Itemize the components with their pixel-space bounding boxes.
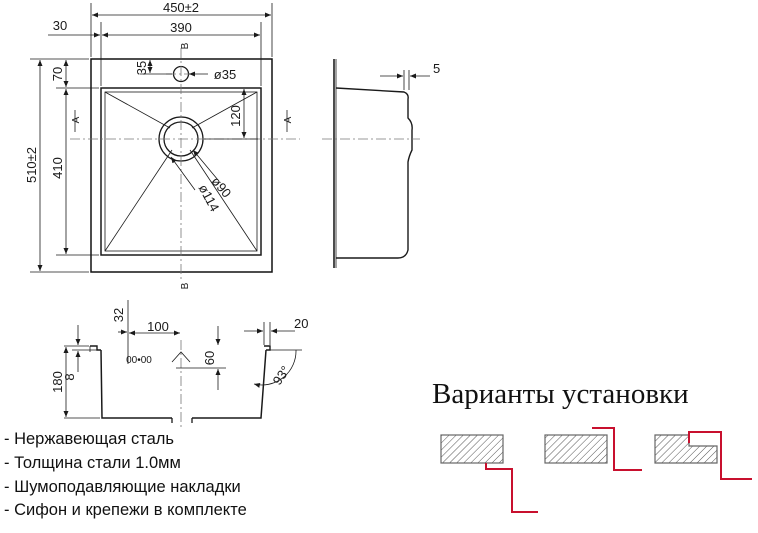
side-view: 5 [322, 59, 440, 268]
install-option-3 [654, 431, 752, 480]
install-options [440, 427, 752, 513]
dim-flange: 5 [433, 61, 440, 76]
dim-20: 20 [294, 316, 308, 331]
dim-60: 60 [202, 351, 217, 365]
section-marker-b-bottom: B [180, 282, 191, 289]
install-option-2 [544, 427, 642, 471]
dim-inner-height: 410 [50, 157, 65, 179]
feature-item: - Сифон и крепежи в комплекте [4, 501, 247, 519]
dim-32: 32 [111, 308, 126, 322]
install-option-1 [440, 434, 538, 513]
feature-item: - Шумоподавляющие накладки [4, 478, 241, 496]
dim-depth: 180 [50, 371, 65, 393]
sink-outer-outline [90, 58, 273, 273]
dim-overall-width: 450±2 [163, 0, 199, 15]
section-view: 00•00 32 100 20 180 8 60 93° [50, 300, 308, 428]
section-marker-a-left: A [71, 116, 82, 123]
feature-item: - Толщина стали 1.0мм [4, 454, 181, 472]
dim-tap-offset: 35 [134, 61, 149, 75]
dim-8: 8 [62, 373, 77, 380]
dim-100: 100 [147, 319, 169, 334]
section-marker-a-right: A [283, 116, 294, 123]
dim-angle: 93° [270, 363, 294, 388]
top-view: 450±2 390 30 510±2 410 70 35 ø35 120 [24, 0, 300, 289]
dim-inner-width: 390 [170, 20, 192, 35]
install-options-title: Варианты установки [432, 378, 689, 410]
section-marker-b-top: B [180, 42, 191, 49]
dim-overall-height: 510±2 [24, 147, 39, 183]
dim-drain-offset: 120 [228, 105, 243, 127]
overflow-label: 00•00 [126, 355, 152, 366]
feature-item: - Нержавеющая сталь [4, 430, 174, 448]
dim-tap-diameter: ø35 [214, 67, 236, 82]
dim-top-margin: 70 [50, 67, 65, 81]
dim-margin: 30 [53, 18, 67, 33]
